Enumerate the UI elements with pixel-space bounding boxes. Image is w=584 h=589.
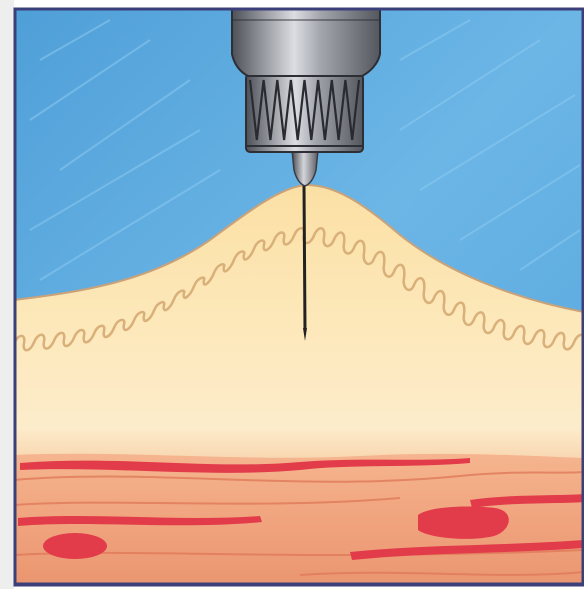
left-margin bbox=[0, 0, 14, 589]
pen-collar bbox=[246, 74, 363, 152]
pen-body bbox=[232, 8, 380, 76]
